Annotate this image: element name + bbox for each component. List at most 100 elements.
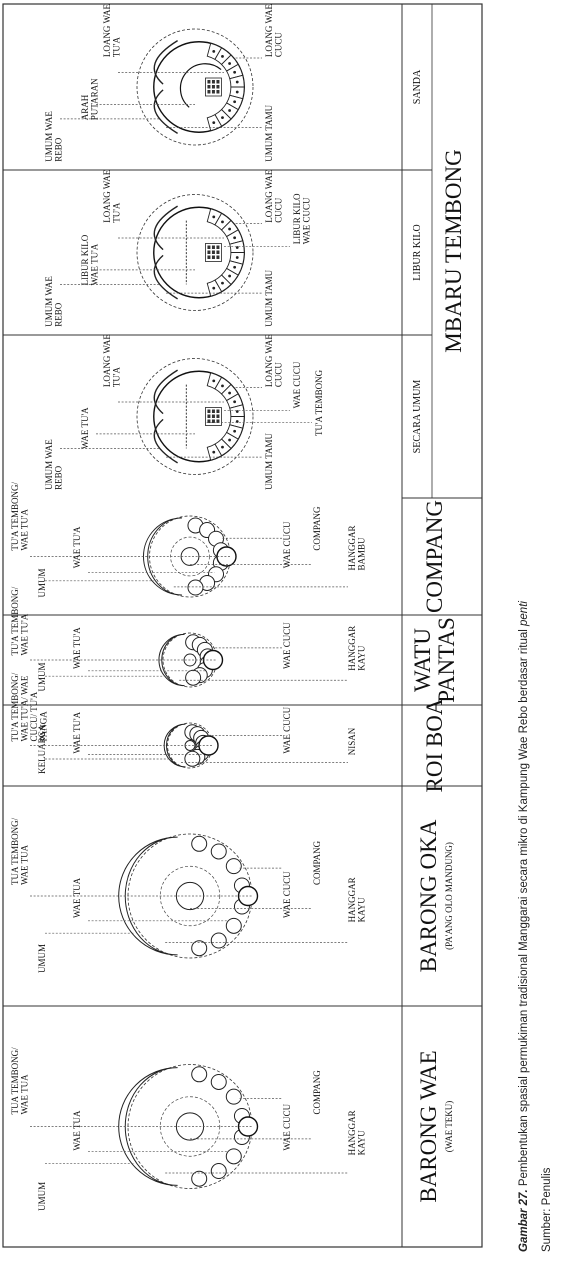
label-wae-cucu: WAE CUCU bbox=[282, 521, 292, 568]
label-compang: COMPANG bbox=[312, 840, 322, 885]
figure-frame bbox=[3, 4, 482, 1247]
room-dot bbox=[221, 385, 224, 388]
hearth-cell bbox=[207, 256, 210, 260]
label-wae-tua: WAE TU'A bbox=[72, 711, 82, 753]
caption-label: Gambar 27. bbox=[518, 1189, 530, 1252]
mbaru-column-libur-kilo: LIBUR KILO UMUM WAEREBO LIBUR KILOWAE TU'A… bbox=[3, 169, 432, 327]
label-tua-tembong: TUA TEMBONG/WAE TUA bbox=[10, 1047, 30, 1115]
mbaru-tembong-block: MBARU TEMBONGSECARA UMUMUMUM WAEREBOWAE … bbox=[3, 4, 466, 498]
hearth-cell bbox=[207, 251, 210, 255]
room-dot bbox=[236, 91, 239, 94]
label-loang-wae-tua: LOANG WAETU'A bbox=[102, 4, 122, 58]
label-wae-cucu: WAE CUCU bbox=[292, 361, 302, 408]
caption-italic: penti bbox=[518, 601, 530, 627]
house-circle bbox=[211, 1164, 226, 1179]
hearth-cell bbox=[207, 410, 210, 414]
hearth-cell bbox=[216, 410, 219, 414]
hearth-cell bbox=[216, 251, 219, 255]
hearth-cell bbox=[207, 85, 210, 89]
label-loang-wae-cucu: LOANG WAECUCU bbox=[264, 169, 284, 223]
label-wae-tua: WAE TUA bbox=[72, 1110, 82, 1151]
room-dot bbox=[233, 266, 236, 269]
house-circle bbox=[185, 751, 200, 766]
label-wae-cucu: WAE CUCU bbox=[282, 1103, 292, 1150]
label-umum-wae-rebo: UMUM WAEREBO bbox=[44, 111, 64, 162]
house-circle bbox=[188, 580, 203, 595]
mbaru-labels: UMUM WAEREBOWAE TU'ALOANG WAETU'ALOANG W… bbox=[44, 334, 324, 490]
label-umum: UMUM bbox=[37, 1182, 47, 1211]
hearth-cell bbox=[212, 90, 215, 94]
hearth-cell bbox=[212, 80, 215, 84]
hearth-cell bbox=[207, 415, 210, 419]
label-umum-tamu: UMUM TAMU bbox=[264, 432, 274, 489]
room-dot bbox=[221, 116, 224, 119]
room-dot bbox=[212, 451, 215, 454]
room-dot bbox=[221, 55, 224, 58]
hearth-cell bbox=[216, 80, 219, 84]
mbaru-layer: MBARU TEMBONGSECARA UMUMUMUM WAEREBOWAE … bbox=[3, 4, 466, 498]
caption-body: Pembentukan spasial permukiman tradision… bbox=[518, 626, 530, 1189]
hearth-cell bbox=[216, 85, 219, 89]
mbaru-labels: UMUM WAEREBOARAHPUTARANLOANG WAETU'ALOAN… bbox=[44, 4, 284, 162]
house-circle bbox=[226, 859, 241, 874]
house-circle bbox=[211, 844, 226, 859]
mbaru-column-name: SANDA bbox=[412, 69, 423, 104]
front-hall-right bbox=[154, 419, 177, 463]
panel-barong-wae: BARONG WAE(WAE TEKU)UMUMTUA TEMBONG/WAE … bbox=[3, 1006, 482, 1211]
room-dot bbox=[212, 50, 215, 53]
label-tua-tembong: TU'A TEMBONG/WAE TU'A bbox=[10, 481, 30, 550]
label-wae-tua: WAE TUA bbox=[72, 877, 82, 918]
panel-title: ROI BOA bbox=[422, 698, 447, 792]
label-hanggar: HANGGARKAYU bbox=[347, 877, 367, 922]
label-hanggar: NISAN bbox=[347, 727, 357, 755]
house-circle bbox=[192, 836, 207, 851]
label-umum-tamu: UMUM TAMU bbox=[264, 104, 274, 161]
room-dot bbox=[228, 275, 231, 278]
label-umum-wae-rebo: UMUM WAEREBO bbox=[44, 276, 64, 327]
room-dot bbox=[228, 62, 231, 65]
house-circle bbox=[211, 933, 226, 948]
label-wae-cucu: WAE CUCU bbox=[282, 871, 292, 918]
panel-barong-oka: BARONG OKA(PA'ANG OLO MANDUNG)UMUMTUA TE… bbox=[3, 786, 482, 973]
label-loang-wae-tua: LOANG WAETU'A bbox=[102, 334, 122, 388]
panels-layer: BARONG WAE(WAE TEKU)UMUMTUA TEMBONG/WAE … bbox=[3, 481, 482, 1210]
caption-source: Sumber: Penulis bbox=[541, 1167, 553, 1252]
label-wae-tua: LIBUR KILOWAE TU'A bbox=[80, 234, 100, 285]
panel-compang: COMPANGUMUMTU'A TEMBONG/WAE TU'AWAE TU'A… bbox=[10, 481, 447, 613]
mbaru-column-name: LIBUR KILO bbox=[412, 224, 423, 280]
label-wae-tua: WAE TU'A bbox=[72, 627, 82, 669]
hearth-cell bbox=[216, 415, 219, 419]
panel-title: WATUPANTAS bbox=[410, 617, 459, 703]
room-dot bbox=[233, 236, 236, 239]
label-umum: UMUM bbox=[37, 944, 47, 973]
label-umum: UMUM bbox=[37, 568, 47, 597]
label-compang: COMPANG bbox=[312, 1070, 322, 1115]
front-hall-right bbox=[154, 255, 177, 299]
label-umum: UMUM bbox=[37, 662, 47, 691]
caption-text: Gambar 27. Pembentukan spasial permukima… bbox=[518, 601, 530, 1252]
room-dot bbox=[233, 100, 236, 103]
label-loang-wae-tua: LOANG WAETU'A bbox=[102, 169, 122, 223]
hearth-cell bbox=[212, 410, 215, 414]
house-circle bbox=[226, 1149, 241, 1164]
house-circle bbox=[226, 1089, 241, 1104]
panel-watu-pantas: WATUPANTASUMUMTU'A TEMBONG/WAE TU'AWAE T… bbox=[3, 586, 482, 702]
room-dot bbox=[233, 71, 236, 74]
mbaru-column-name: SECARA UMUM bbox=[412, 380, 423, 454]
hearth-cell bbox=[216, 90, 219, 94]
front-hall-left bbox=[154, 41, 177, 85]
mbaru-column-secara-umum: SECARA UMUM UMUM WAEREBOWAE TU'ALOANG WAE… bbox=[3, 334, 432, 490]
label-wae-cucu: LIBUR KILOWAE CUCU bbox=[292, 193, 312, 244]
hearth-cell bbox=[212, 85, 215, 89]
label-loang-wae-cucu: LOANG WAECUCU bbox=[264, 334, 284, 388]
room-dot bbox=[212, 287, 215, 290]
label-hanggar: HANGGARBAMBU bbox=[347, 526, 367, 571]
panel-labels: KELUARGATU'A TEMBONG/WAE TU'A/ WAECUCU/ … bbox=[10, 672, 357, 774]
caption: Gambar 27. Pembentukan spasial permukima… bbox=[518, 601, 553, 1252]
panel-title: COMPANG bbox=[422, 500, 447, 613]
room-dot bbox=[233, 400, 236, 403]
room-dot bbox=[221, 446, 224, 449]
mbaru-labels: UMUM WAEREBO LIBUR KILOWAE TU'ALOANG WAET… bbox=[44, 169, 312, 327]
label-umum-wae-rebo: UMUM WAEREBO bbox=[44, 439, 64, 490]
room-dot bbox=[236, 81, 239, 84]
